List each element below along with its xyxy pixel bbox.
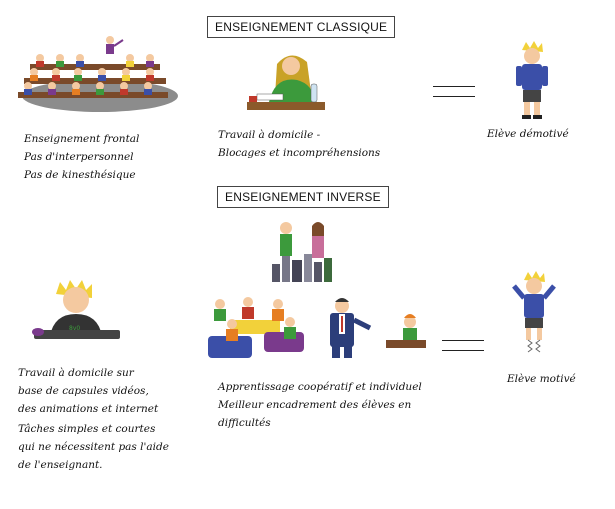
teacher-student-illustration <box>330 298 426 358</box>
student-computer-illustration: 8y0 <box>32 280 120 339</box>
classroom-illustration <box>18 36 178 112</box>
inverse-caption-cooperative: Apprentissage coopératif et individuel M… <box>218 378 422 432</box>
caption-line: Travail à domicile - <box>218 129 321 141</box>
caption-line: Blocages et incompréhensions <box>218 147 381 159</box>
classic-caption-frontal: Enseignement frontal Pas d'interpersonne… <box>24 130 139 184</box>
caption-line: Pas d'interpersonnel <box>24 151 134 163</box>
inverse-caption-tasks: Tâches simples et courtes qui ne nécessi… <box>18 420 169 474</box>
caption-line: Travail à domicile sur <box>18 367 134 379</box>
inverse-result-label: Elève motivé <box>507 373 576 385</box>
classic-result-label: Elève démotivé <box>487 128 569 140</box>
caption-line: Enseignement frontal <box>24 133 140 145</box>
homework-illustration <box>247 55 325 110</box>
caption-line: de l'enseignant. <box>18 459 103 471</box>
caption-line: Pas de kinesthésique <box>24 169 136 181</box>
teachers-city-illustration <box>272 222 332 282</box>
demotivated-student-illustration <box>516 41 548 119</box>
caption-line: des animations et internet <box>18 403 159 415</box>
equals-sign-inverse <box>442 340 484 351</box>
classic-title: ENSEIGNEMENT CLASSIQUE <box>207 16 396 38</box>
svg-text:8y0: 8y0 <box>69 325 80 332</box>
inverse-caption-homework: Travail à domicile sur base de capsules … <box>18 364 158 418</box>
cooperative-group-illustration <box>208 297 304 358</box>
caption-line: Meilleur encadrement des élèves en <box>218 399 412 411</box>
caption-line: Apprentissage coopératif et individuel <box>218 381 422 393</box>
motivated-student-illustration <box>512 271 556 353</box>
inverse-title: ENSEIGNEMENT INVERSE <box>217 186 389 208</box>
caption-line: difficultés <box>218 417 271 429</box>
caption-line: Tâches simples et courtes <box>18 423 156 435</box>
caption-line: base de capsules vidéos, <box>18 385 149 397</box>
caption-line: qui ne nécessitent pas l'aide <box>18 441 169 453</box>
classic-caption-homework: Travail à domicile - Blocages et incompr… <box>218 126 380 162</box>
equals-sign-classic <box>433 86 475 97</box>
